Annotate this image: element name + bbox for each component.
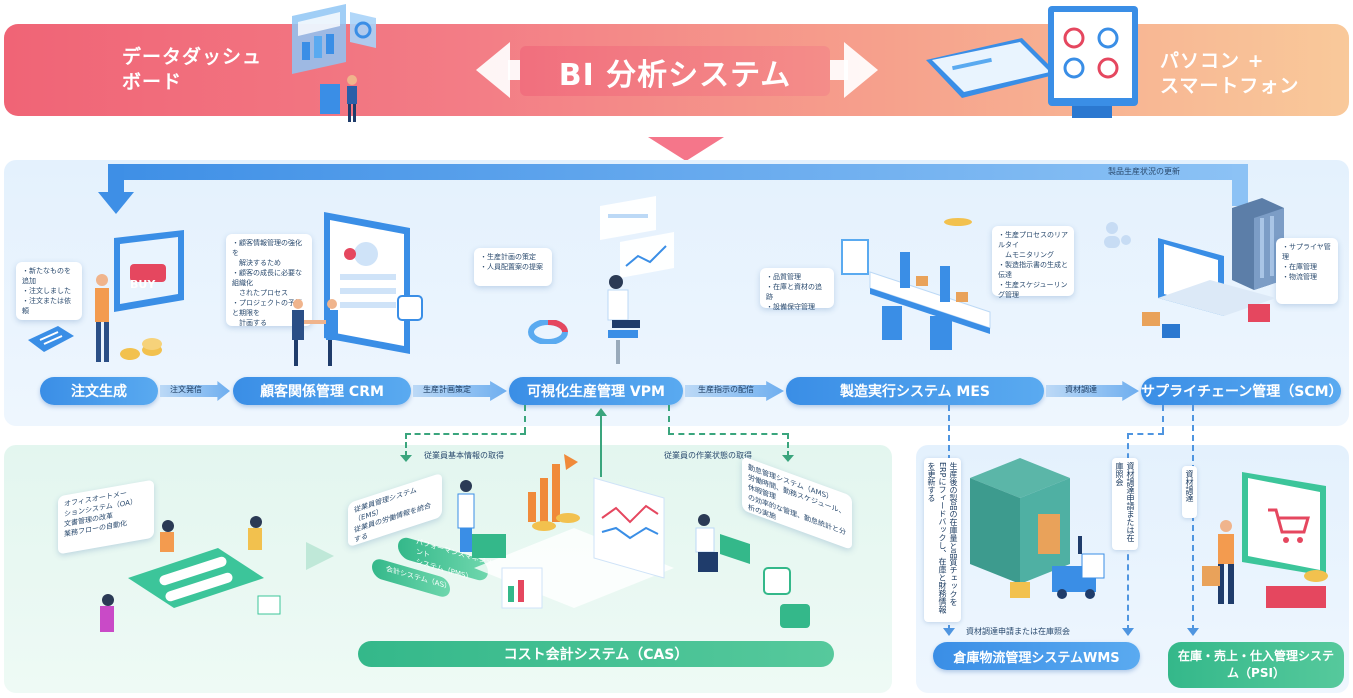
mes-right-callout: ・生産プロセスのリアルタイ ムモニタリング ・製造指示書の生成と伝達 ・生産スケ…	[992, 226, 1074, 299]
vpm-callout: ・生産計画の策定 ・人員配置案の提案	[474, 248, 552, 286]
laptop-smartphone-icon	[926, 6, 1138, 118]
flow-arrow-3	[685, 381, 784, 401]
factory-line	[830, 212, 1000, 372]
flow-label-2: 生産計画策定	[423, 385, 471, 394]
feedback-loop	[108, 164, 1248, 180]
handshake-icon	[292, 299, 338, 366]
employee-basic-label: 従業員基本情報の取得	[424, 451, 504, 460]
flow-arrow-2	[413, 381, 507, 401]
procurement-request-tag: 資材調達申請または在庫照会	[1112, 458, 1138, 550]
donut-chart-icon	[528, 319, 568, 345]
scm-callout: ・サプライヤ管理 ・在庫管理 ・物流管理	[1276, 238, 1338, 304]
connector-vpm-down	[524, 405, 526, 433]
scm-laptop	[1136, 232, 1284, 356]
connector-basic-v	[405, 433, 407, 457]
connector-basic-h	[405, 433, 526, 435]
conveyor-icon	[841, 218, 991, 350]
shopping-cart-screen-icon	[1202, 472, 1328, 608]
bi-title: BI 分析システム	[558, 58, 792, 93]
person-at-podium-icon	[320, 75, 357, 122]
dashboard-label: データダッシュ ボード	[122, 46, 263, 93]
growth-chart-icon	[457, 454, 674, 609]
warehouse-illustration	[960, 454, 1116, 620]
coins	[118, 336, 172, 362]
flow-label-1: 注文発信	[170, 385, 202, 394]
arrowhead-psi-icon	[1187, 628, 1199, 636]
flow-label-4: 資材調達	[1065, 385, 1097, 394]
connector-scm-h	[1127, 433, 1164, 435]
vpm-panels	[596, 196, 676, 286]
warehouse-truck-icon	[970, 458, 1105, 599]
feedback-tag: 生産後の製品の在庫量と品質チェックをERPにフィードバックし、在庫と財務情報を更…	[924, 458, 961, 622]
coins-icon	[120, 338, 162, 360]
wms-note: 資材調達申請または在庫照会	[966, 627, 1070, 636]
office-phone-icon	[100, 516, 281, 632]
feedback-loop-down	[108, 164, 124, 194]
profile-screen-icon	[324, 212, 423, 354]
people-icons	[1100, 218, 1134, 258]
connector-up	[600, 415, 602, 477]
wms-pill[interactable]: 倉庫物流管理システムWMS	[933, 642, 1140, 670]
psi-illustration	[1196, 466, 1346, 616]
stage-crm[interactable]: 顧客関係管理 CRM	[233, 377, 411, 405]
list-icon	[28, 326, 74, 352]
arrowhead-wms-2-icon	[1122, 628, 1134, 636]
vpm-worker	[588, 270, 650, 366]
procurement-tag: 資材調達	[1182, 466, 1197, 518]
user-group-icon	[1104, 222, 1131, 248]
dashboard-panels-icon	[292, 4, 376, 74]
cas-flow-arrow-icon	[306, 542, 334, 570]
order-pad	[28, 326, 74, 352]
feedback-arrow-icon	[98, 192, 134, 214]
mes-left-callout: ・品質管理 ・在庫と資材の追跡 ・設備保守管理	[760, 268, 834, 311]
stage-order[interactable]: 注文生成	[40, 377, 158, 405]
devices-illustration	[922, 2, 1146, 124]
down-arrow-icon	[648, 137, 724, 161]
flow-label-3: 生産指示の配信	[698, 385, 754, 394]
title-backdrop	[520, 46, 830, 96]
connector-work-v	[787, 433, 789, 457]
crm-phone	[318, 208, 426, 356]
seated-person-icon	[607, 275, 640, 364]
shopping-monitor-icon	[114, 230, 184, 312]
feedback-loop-up	[1232, 164, 1248, 206]
order-callout: ・新たなものを追加 ・注文しました ・注文または依頼	[16, 262, 82, 320]
person-icon	[95, 274, 109, 362]
presenter-figure	[318, 72, 368, 126]
buy-screen	[108, 230, 190, 326]
customer-figure	[90, 272, 116, 364]
stage-vpm[interactable]: 可視化生産管理 VPM	[509, 377, 683, 405]
employee-work-label: 従業員の作業状態の取得	[664, 451, 752, 460]
dashboard-illustration	[286, 4, 378, 84]
ams-illustration	[684, 508, 824, 632]
loop-label: 製品生産状況の更新	[1108, 167, 1180, 176]
flow-arrow-1	[160, 381, 230, 401]
connector-work-down	[668, 405, 670, 433]
arrowhead-basic-icon	[400, 455, 412, 462]
handshake-figures	[286, 298, 346, 368]
buy-label: BUY	[130, 278, 156, 291]
left-arrow-icon	[476, 42, 510, 98]
stage-scm[interactable]: サプライチェーン管理（SCM）	[1141, 377, 1343, 405]
arrowhead-wms-icon	[943, 628, 955, 636]
finance-illustration	[454, 448, 684, 636]
right-arrow-icon	[844, 42, 878, 98]
cas-pill[interactable]: コスト会計システム（CAS）	[358, 641, 834, 667]
stage-mes[interactable]: 製造実行システム MES	[786, 377, 1044, 405]
laptop-worker-icon	[695, 514, 810, 628]
arrowhead-up-icon	[595, 408, 607, 416]
laptop-icon	[1142, 238, 1276, 338]
oa-illustration	[68, 508, 308, 658]
donut	[528, 319, 568, 345]
connector-scm-psi	[1192, 405, 1194, 631]
connector-scm-down	[1162, 405, 1164, 433]
psi-pill[interactable]: 在庫・売上・仕入管理システム（PSI）	[1168, 642, 1344, 688]
device-label: パソコン + スマートフォン	[1160, 50, 1300, 97]
arrowhead-work-icon	[782, 455, 794, 462]
floating-charts-icon	[600, 196, 674, 278]
flow-arrow-4	[1046, 381, 1139, 401]
connector-work-h	[668, 433, 788, 435]
